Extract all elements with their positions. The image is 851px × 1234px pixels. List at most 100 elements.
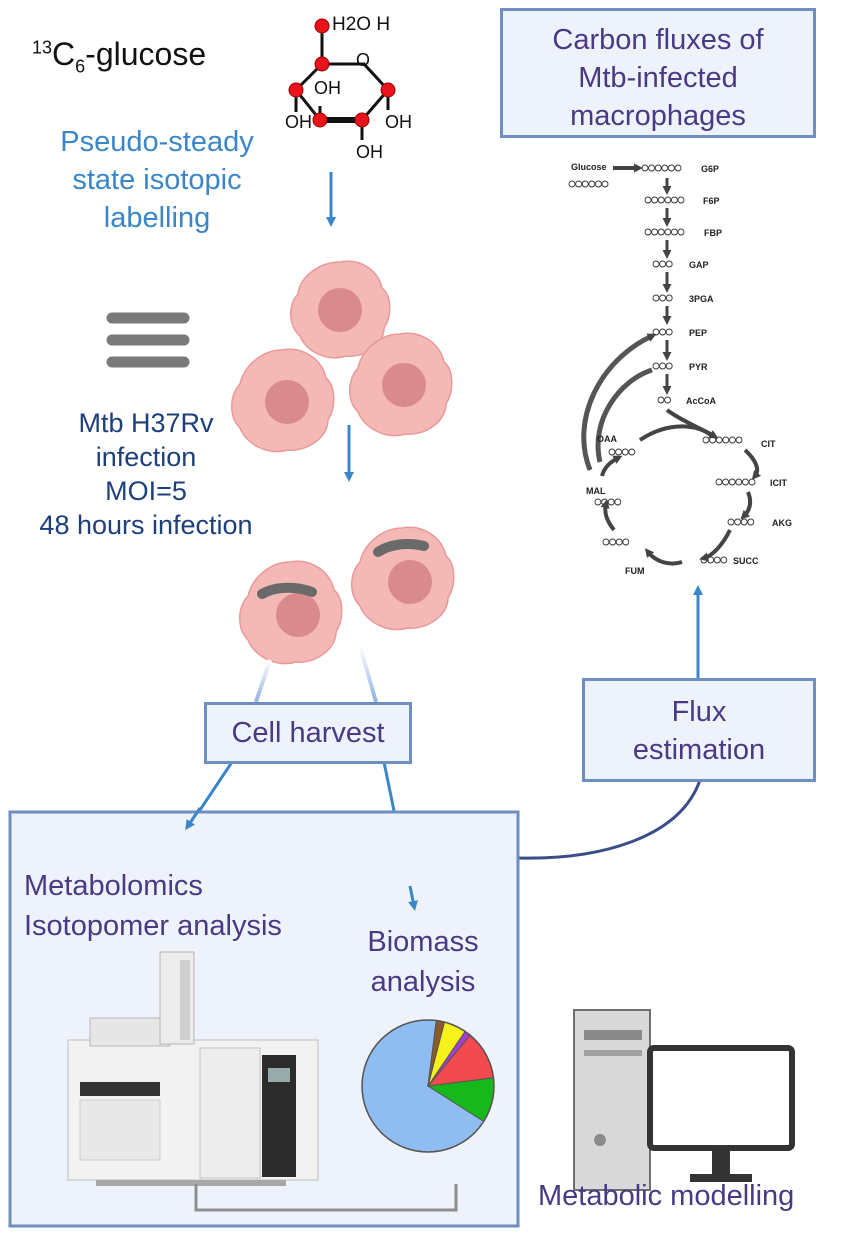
- carbon-atom-icon: [667, 164, 675, 172]
- biomass-text: Biomass analysis: [352, 922, 494, 1002]
- carbon-atom-icon: [713, 556, 721, 564]
- carbon-atom-icon: [677, 196, 685, 204]
- carbon-atom-icon: [594, 498, 602, 506]
- pathway-label-g6p: G6P: [701, 164, 719, 174]
- labelling-text: Pseudo-steady state isotopic labelling: [42, 123, 272, 237]
- carbon-flux-pathway: [568, 163, 762, 566]
- carbon-atom-icon: [652, 260, 660, 268]
- carbon-atom-icon: [651, 196, 659, 204]
- carbon-atom-icon: [748, 478, 756, 486]
- metabolic-modelling-text: Metabolic modelling: [538, 1180, 795, 1212]
- carbon-atom-icon: [665, 294, 673, 302]
- glucose-label-rest: -glucose: [85, 36, 207, 72]
- carbon-atom-icon: [727, 518, 735, 526]
- carbon-atom-icon: [659, 294, 667, 302]
- carbon-atom-icon: [641, 164, 649, 172]
- glucose-top-group: H2O H: [332, 14, 391, 35]
- carbon-atom-icon: [657, 396, 665, 404]
- carbon-atom-icon: [715, 478, 723, 486]
- glucose-label: 13C6-glucose: [32, 36, 206, 77]
- glucose-oh-bottom: OH: [356, 142, 383, 162]
- labelling-line-2: state isotopic: [72, 164, 242, 196]
- glucose-ring-oxygen: O: [356, 50, 371, 70]
- flux-estimation-line-1: Flux: [671, 696, 727, 728]
- infection-line-1: Mtb H37Rv: [78, 408, 214, 438]
- pie-outline: [361, 1019, 495, 1153]
- bracket-line: [194, 1184, 458, 1212]
- macrophage-cell-icon: [290, 260, 391, 359]
- carbon-atom-icon: [568, 180, 576, 188]
- glucose-oh-inner: OH: [314, 78, 341, 98]
- glucose-label-sup: 13: [32, 37, 53, 58]
- flux-estimation-line-2: estimation: [632, 734, 766, 766]
- carbon-atom-icon: [747, 518, 755, 526]
- pathway-label-oaa: OAA: [597, 434, 618, 444]
- carbon-atom-icon: [665, 362, 673, 370]
- carbon-atom-icon: [709, 436, 717, 444]
- carbon-fluxes-line-2: Mtb-infected: [578, 62, 738, 94]
- carbon-atom-icon: [654, 164, 662, 172]
- connector-line: [358, 645, 378, 703]
- infection-line-3: MOI=5: [105, 476, 187, 506]
- carbon-atom-icon: [588, 180, 596, 188]
- labelling-line-3: labelling: [103, 202, 211, 234]
- carbon-atom-icon: [601, 180, 609, 188]
- mtb-bacteria-icon: [106, 312, 190, 368]
- carbon-atom-icon: [702, 436, 710, 444]
- carbon-atom-icon: [735, 478, 743, 486]
- carbon-fluxes-line-3: macrophages: [570, 100, 746, 132]
- biomass-line-1: Biomass: [367, 926, 479, 958]
- flux-estimation-box: Flux estimation: [582, 678, 816, 782]
- carbon-atom-icon: [715, 436, 723, 444]
- carbon-atom-icon: [734, 518, 742, 526]
- cell-harvest-box: Cell harvest: [204, 702, 412, 764]
- carbon-atom-icon: [735, 436, 743, 444]
- carbon-atom-icon: [720, 556, 728, 564]
- carbon-atom-icon: [575, 180, 583, 188]
- carbon-atom-icon: [674, 164, 682, 172]
- pathway-label-succ: SUCC: [733, 556, 759, 566]
- carbon-atom-icon: [652, 294, 660, 302]
- carbon-atom-icon: [622, 538, 630, 546]
- pathway-label-accoa: AcCoA: [686, 396, 717, 406]
- carbon-atom-icon: [740, 518, 748, 526]
- infection-line-4: 48 hours infection: [39, 510, 253, 540]
- carbon-atom-icon: [670, 228, 678, 236]
- carbon-atom-icon: [664, 228, 672, 236]
- gc-ms-instrument-icon: [67, 951, 319, 1186]
- carbon-atom-icon: [664, 196, 672, 204]
- pathway-label-pep: PEP: [689, 328, 707, 338]
- carbon-atom-icon: [651, 228, 659, 236]
- glucose-label-sub: 6: [75, 56, 86, 77]
- pathway-label-icit: ICIT: [770, 478, 788, 488]
- pathway-label-fbp: FBP: [704, 228, 722, 238]
- computer-icon: [573, 1009, 795, 1191]
- connector-line: [254, 659, 272, 703]
- biomass-line-2: analysis: [370, 966, 476, 998]
- glucose-structure-icon: [288, 18, 396, 140]
- pathway-label-cit: CIT: [761, 439, 776, 449]
- macrophage-cell-icon: [349, 332, 453, 437]
- carbon-atom-icon: [652, 328, 660, 336]
- glucose-oh-left: OH: [285, 112, 312, 132]
- carbon-atom-icon: [657, 196, 665, 204]
- macrophage-cell-icon: [231, 348, 335, 453]
- carbon-atom-icon: [728, 478, 736, 486]
- carbon-atom-icon: [608, 448, 616, 456]
- glucose-label-base: C: [52, 36, 76, 72]
- pathway-label-3pga: 3PGA: [689, 294, 714, 304]
- carbon-atom-icon: [607, 498, 615, 506]
- carbon-fluxes-box: Carbon fluxes of Mtb-infected macrophage…: [500, 8, 816, 138]
- pathway-label-f6p: F6P: [703, 196, 720, 206]
- arrow-head-metabolomics: [185, 807, 202, 831]
- arrow-head-biomass: [408, 885, 418, 911]
- metabolomics-line-1: Metabolomics: [24, 870, 203, 902]
- carbon-atom-icon: [661, 164, 669, 172]
- carbon-atom-icon: [614, 498, 622, 506]
- carbon-atom-icon: [722, 478, 730, 486]
- infected-macrophage-icon: [239, 560, 343, 665]
- biomass-pie-chart: [361, 1019, 495, 1153]
- carbon-atom-icon: [615, 538, 623, 546]
- carbon-atom-icon: [741, 478, 749, 486]
